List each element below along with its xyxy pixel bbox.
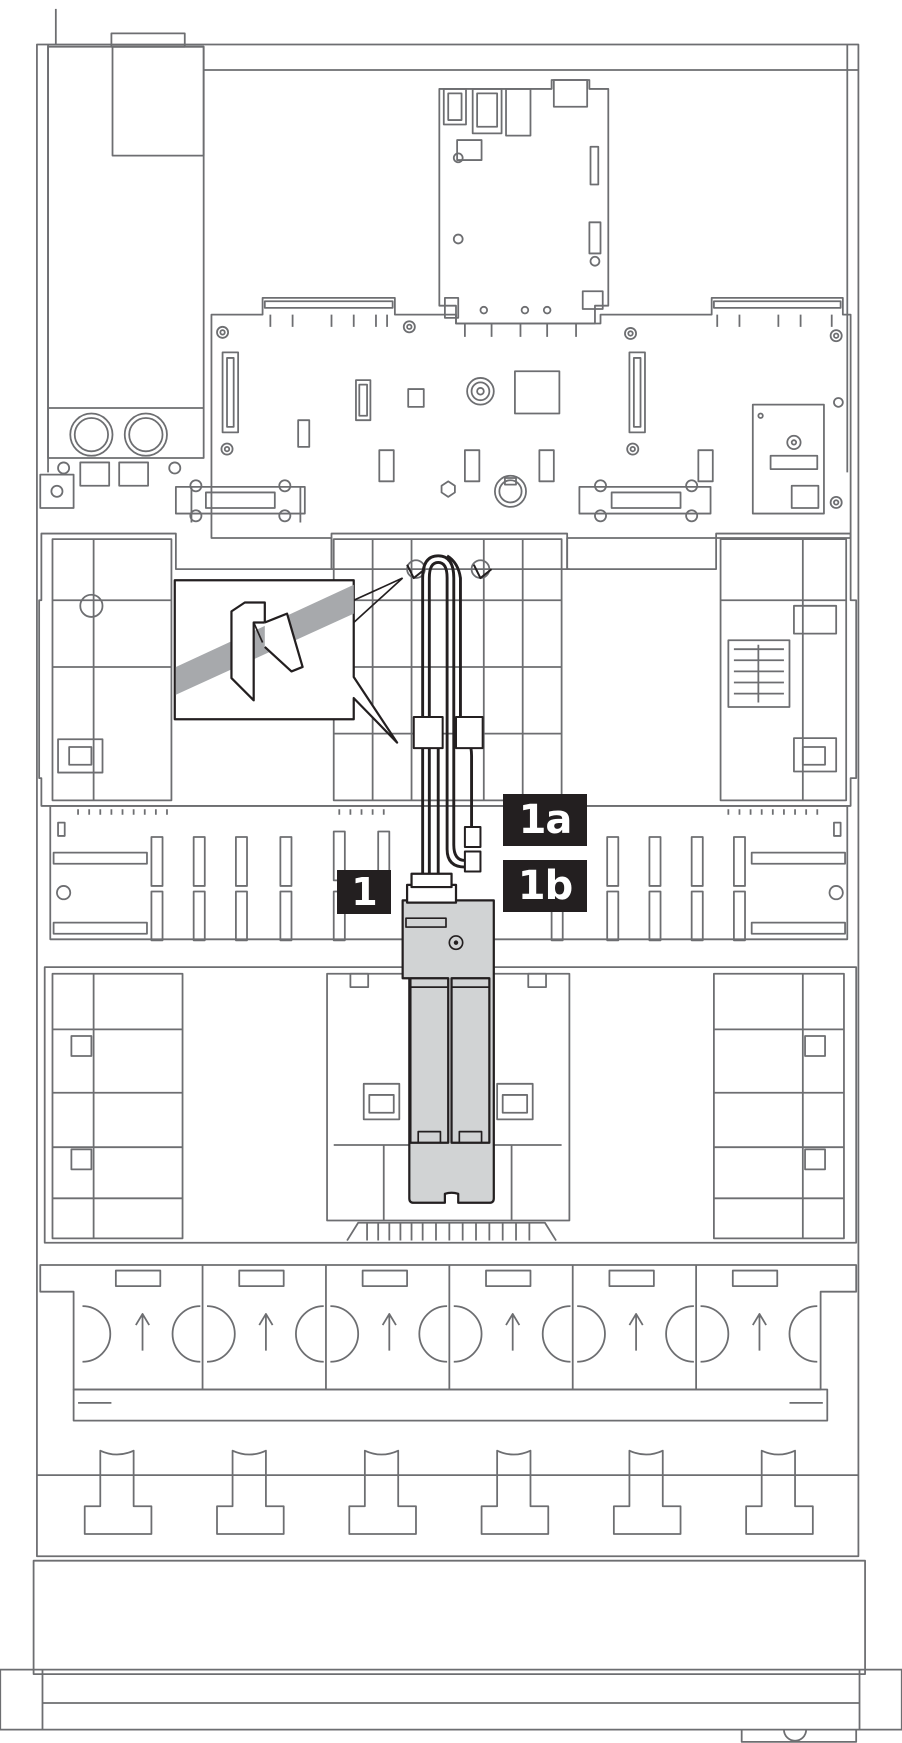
fan-row <box>39 1264 858 1422</box>
power-supply-unit <box>39 32 205 509</box>
m2-cables <box>421 554 474 874</box>
system-board <box>174 297 852 571</box>
front-bezel <box>0 1559 902 1743</box>
callout-1b: 1b <box>503 860 587 912</box>
clip-detail-callout <box>173 577 404 744</box>
m2-boot-adapter <box>401 872 495 1204</box>
callout-1: 1 <box>337 870 391 914</box>
front-latches <box>36 1449 859 1535</box>
callout-1a: 1a <box>503 794 587 846</box>
drive-cage <box>43 966 858 1244</box>
cable-clips <box>406 564 493 873</box>
rear-io-module <box>438 79 610 325</box>
